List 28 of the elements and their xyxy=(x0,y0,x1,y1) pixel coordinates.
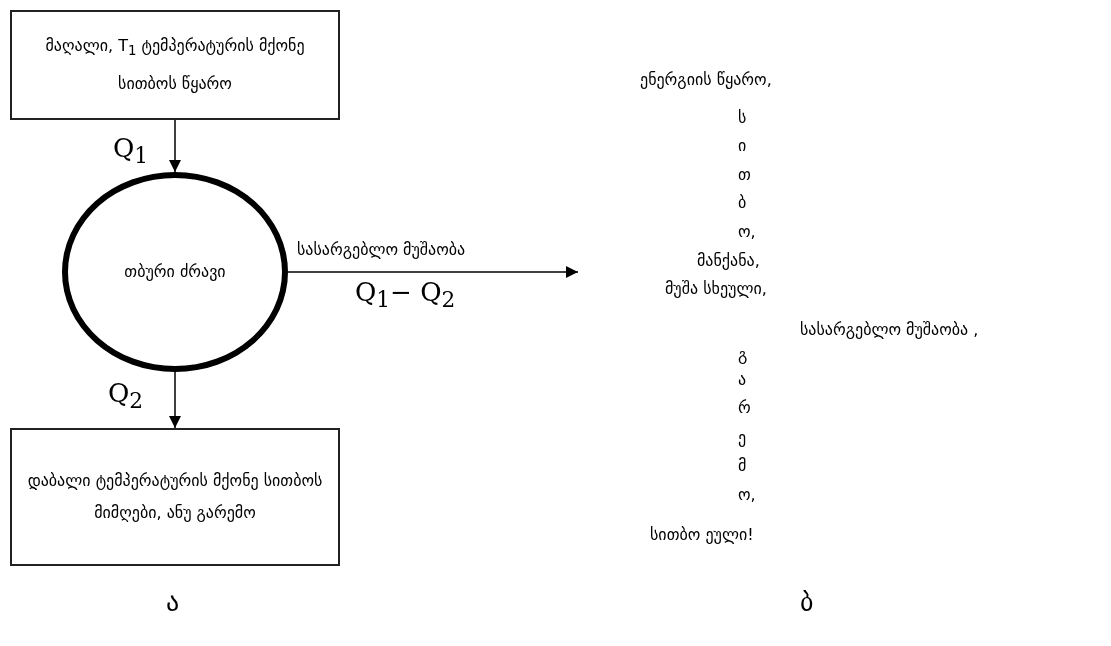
edge-label: Q$_{1}$ xyxy=(113,138,149,167)
text-line: სითბო ეული! xyxy=(650,525,754,545)
text-line: მანქანა, xyxy=(697,251,760,271)
letter: გ xyxy=(738,345,748,365)
panel-label: ა xyxy=(166,592,180,612)
letter: ბ xyxy=(738,193,747,213)
process-box: მაღალი, T$_{1}$ ტემპერატურის მქონე სითბოს წყარო xyxy=(10,10,340,120)
letter: ი xyxy=(738,136,747,156)
letter: რ xyxy=(738,398,751,418)
letter: ს xyxy=(738,108,747,128)
text-line: ო, xyxy=(738,222,756,242)
edge-label: Q$_{2}$ xyxy=(108,383,144,412)
text-line: მუშა სხეული, xyxy=(665,279,767,299)
edge-label: სასარგებლო მუშაობა xyxy=(297,240,466,260)
text-line: ენერგიის წყარო, xyxy=(640,70,772,90)
arrow xyxy=(287,266,579,278)
panel-label: ბ xyxy=(800,592,814,612)
text-line: სასარგებლო მუშაობა , xyxy=(800,320,979,340)
formula: Q$_{1}$− Q$_{2}$ xyxy=(355,282,456,311)
text-line: ო, xyxy=(738,485,756,505)
arrow xyxy=(169,371,181,429)
engine-circle: თბური ძრავი xyxy=(62,172,288,372)
arrow xyxy=(169,119,181,173)
letter: ა xyxy=(738,370,747,390)
letter: მ xyxy=(738,456,747,476)
letter: თ xyxy=(738,165,751,185)
process-box: დაბალი ტემპერატურის მქონე სითბოს მიმღები, ანუ გარემო xyxy=(10,428,340,566)
letter: ე xyxy=(738,428,747,448)
